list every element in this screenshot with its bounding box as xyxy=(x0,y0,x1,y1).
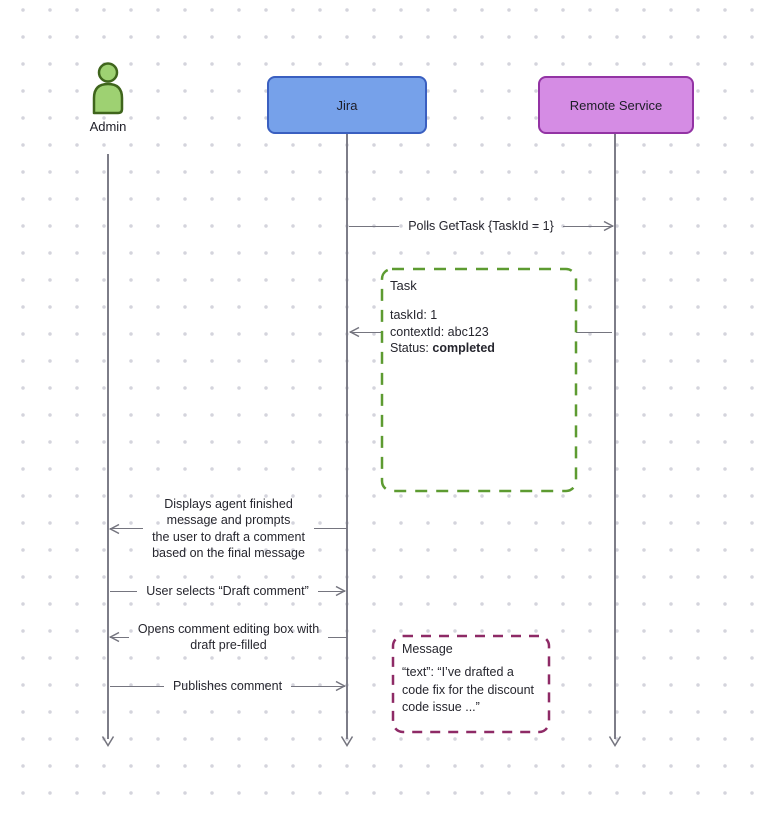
note-message-line: code fix for the discount xyxy=(402,682,535,697)
participant-remote-service-label: Remote Service xyxy=(569,97,663,113)
message-label: Opens comment editing box with draft pre… xyxy=(137,621,320,653)
message-label: User selects “Draft comment” xyxy=(146,583,309,598)
lifeline-jira[interactable] xyxy=(338,134,356,747)
note-message-title: Message xyxy=(402,642,453,656)
lifeline-line xyxy=(614,134,616,739)
message-label: Displays agent finished message and prom… xyxy=(152,496,305,561)
dashed-border xyxy=(380,267,578,493)
note-task-field-contextid: contextId: abc123 xyxy=(390,324,489,339)
arrow-line xyxy=(317,590,345,592)
message-opens-comment-box[interactable]: Opens comment editing box with draft pre… xyxy=(108,620,347,654)
note-message-line: “text”: “I’ve drafted a xyxy=(402,665,514,679)
arrow-down-icon xyxy=(608,736,622,747)
arrow-line xyxy=(110,528,144,529)
arrowhead-right-icon xyxy=(603,220,615,232)
arrow-down-icon xyxy=(340,736,354,747)
arrowhead-right-icon xyxy=(335,680,347,692)
message-publishes-comment[interactable]: Publishes comment xyxy=(110,677,347,695)
note-message[interactable]: Message “text”: “I’ve drafted a code fix… xyxy=(391,634,551,734)
arrow-line xyxy=(562,225,614,227)
arrowhead-left-icon xyxy=(108,631,120,643)
arrowhead-left-icon xyxy=(348,326,360,338)
arrow-line xyxy=(110,636,129,638)
arrow-line xyxy=(313,528,348,529)
dashed-border xyxy=(391,634,551,734)
message-label: Publishes comment xyxy=(172,678,283,693)
person-icon xyxy=(92,62,124,115)
lifeline-line xyxy=(107,154,109,739)
status-value: completed xyxy=(432,341,495,355)
participant-remote-service[interactable]: Remote Service xyxy=(538,76,694,134)
note-message-line: code issue ...” xyxy=(402,700,480,714)
actor-admin-label: Admin xyxy=(89,119,127,134)
lifeline-admin[interactable] xyxy=(99,154,117,747)
message-polls-gettask[interactable]: Polls GetTask {TaskId = 1} xyxy=(349,217,615,235)
message-displays-finished[interactable]: Displays agent finished message and prom… xyxy=(108,495,348,562)
note-task-title: Task xyxy=(390,278,417,293)
participant-jira[interactable]: Jira xyxy=(267,76,427,134)
note-task-status: Status: completed xyxy=(390,341,495,355)
arrowhead-right-icon xyxy=(335,585,347,597)
message-label: Polls GetTask {TaskId = 1} xyxy=(408,218,554,233)
arrow-line xyxy=(328,636,347,638)
arrow-line xyxy=(110,685,164,687)
arrow-line xyxy=(349,225,400,227)
participant-jira-label: Jira xyxy=(336,97,358,113)
note-task[interactable]: Task taskId: 1 contextId: abc123 Status:… xyxy=(380,267,578,734)
lifeline-line xyxy=(346,134,348,739)
actor-admin[interactable]: Admin xyxy=(78,58,138,134)
message-user-selects-draft[interactable]: User selects “Draft comment” xyxy=(110,582,347,600)
arrow-line xyxy=(291,685,346,687)
lifeline-remote-service[interactable] xyxy=(606,134,624,747)
note-task-field-taskid: taskId: 1 xyxy=(390,308,438,322)
arrowhead-left-icon xyxy=(108,523,120,534)
arrow-line xyxy=(110,590,138,592)
arrow-down-icon xyxy=(101,736,115,747)
